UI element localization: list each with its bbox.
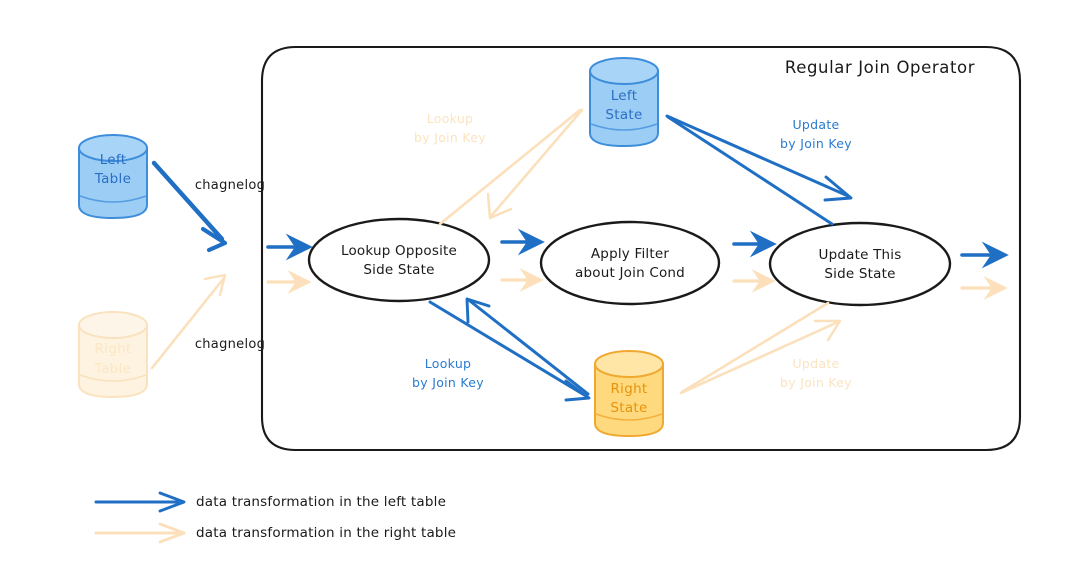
regular-join-operator-container <box>260 45 1022 452</box>
left-table-cylinder <box>78 134 148 220</box>
edge-left-changelog <box>151 160 228 253</box>
node-apply-filter-join-cond <box>539 220 721 306</box>
right-state-cylinder <box>594 350 664 438</box>
edge-right-changelog <box>150 273 227 370</box>
legend-swatch-blue <box>94 491 186 513</box>
legend-swatch-faded <box>94 522 186 544</box>
edge-update-right-state-faded <box>679 301 842 395</box>
right-table-cylinder <box>78 311 148 399</box>
node-update-this-side-state <box>768 221 952 307</box>
edge-lookup-right-state-blue <box>428 297 591 402</box>
edge-update-left-state-blue <box>665 114 853 226</box>
left-state-cylinder <box>589 57 659 148</box>
node-lookup-opposite-side-state <box>307 217 491 303</box>
edge-lookup-left-state-faded <box>438 108 584 226</box>
